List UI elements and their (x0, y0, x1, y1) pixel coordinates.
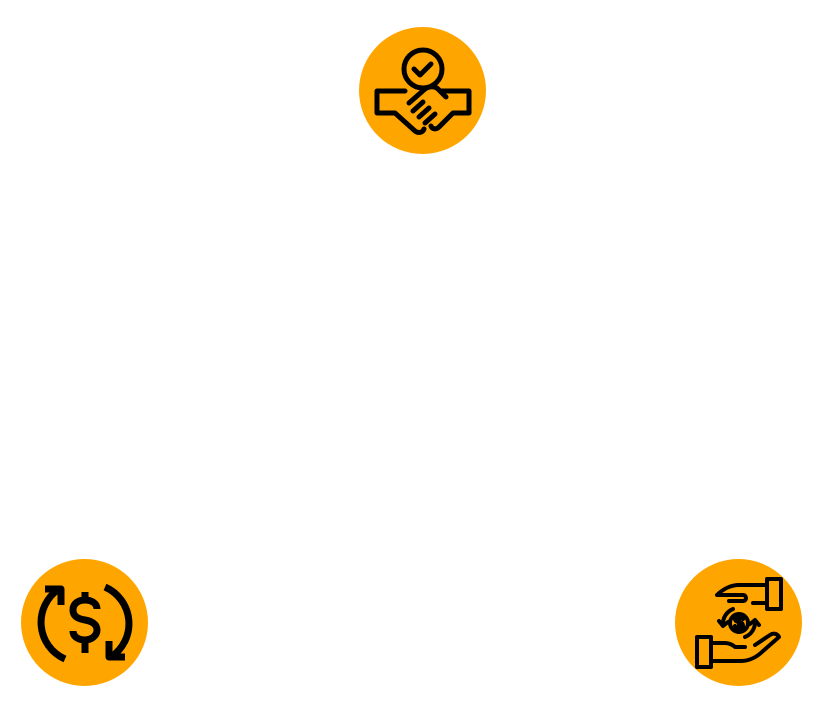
handshake-check-icon (374, 47, 471, 135)
handshake-node (359, 27, 486, 154)
dollar-cycle-node (21, 559, 148, 686)
dollar-cycle-icon (37, 583, 132, 662)
hands-money-exchange-icon (694, 576, 783, 669)
money-exchange-node (675, 559, 802, 686)
